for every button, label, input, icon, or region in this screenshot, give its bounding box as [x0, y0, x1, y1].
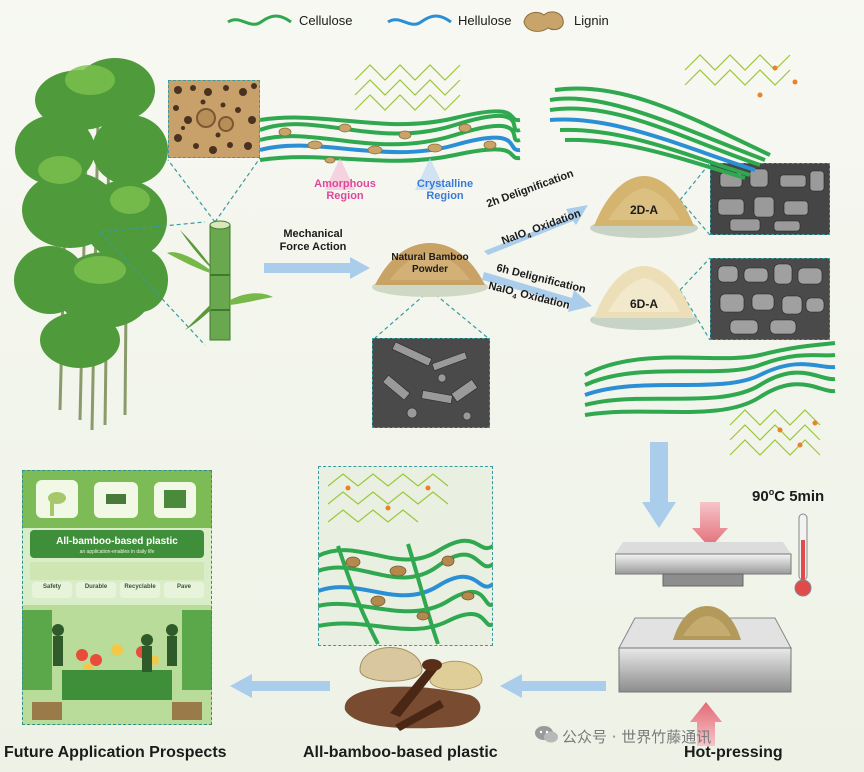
caption-bamboo-plastic: All-bamboo-based plastic: [303, 744, 498, 761]
up-arrow-red: [690, 702, 722, 746]
lignin-legend-blob-icon: [523, 11, 564, 32]
poster-title: All-bamboo-based plastic: [56, 536, 178, 547]
arrow-to-future: [230, 674, 330, 698]
temperature-time-label: 90oC 5min: [752, 487, 825, 505]
poster-tag-2: Durable: [84, 584, 108, 590]
delignified-fiber-top-illustration: [549, 54, 798, 180]
press-lower-plate-with-powder: [618, 606, 792, 693]
press-upper-plate: [615, 542, 792, 587]
caption-future-applications: Future Application Prospects: [4, 744, 227, 761]
porous-cross-section-image: [168, 80, 260, 158]
cellulose-legend-line: [227, 14, 292, 26]
sample-6d-a-label: 6D-A: [629, 297, 658, 311]
delignified-fiber-bottom-illustration: [584, 341, 836, 456]
thermometer-icon: [794, 513, 812, 597]
bamboo-plastic-objects: [344, 647, 483, 731]
plastic-network-illustration: [318, 466, 493, 646]
fiber-bundle-illustration: [259, 64, 521, 190]
caption-hot-pressing: Hot-pressing: [684, 744, 783, 761]
poster-tag-1: Safety: [42, 584, 61, 590]
poster-frame: [22, 470, 212, 725]
bamboo-forest-illustration: [14, 58, 168, 430]
bamboo-stalk-illustration: [167, 220, 273, 341]
mechanical-force-arrow: [264, 257, 370, 279]
powder-sem-frame: [372, 338, 490, 428]
mechanical-force-label: Mechanical Force Action: [279, 228, 347, 253]
cross-section-frame: [168, 80, 260, 158]
legend-hellulose-label: Hellulose: [458, 13, 512, 28]
arrow-to-plastic: [500, 674, 606, 698]
down-arrow-blue: [642, 442, 676, 528]
sample-2d-a-label: 2D-A: [629, 203, 658, 217]
legend-cellulose-label: Cellulose: [299, 13, 353, 28]
down-arrow-red: [692, 502, 728, 548]
future-application-poster: [22, 470, 212, 725]
wechat-icon: [535, 726, 558, 743]
sem-6d-a-frame: [710, 258, 830, 340]
sem-6d-a-image: [710, 258, 830, 340]
natural-bamboo-powder-pile: [372, 243, 488, 297]
powder-label: Natural Bamboo Powder: [391, 252, 469, 275]
hellulose-legend-line: [387, 14, 452, 26]
powder-sem-image: [372, 338, 490, 428]
poster-subtitle: an application-enables in daily life: [79, 549, 155, 555]
sem-2d-a-frame: [710, 163, 830, 235]
poster-tag-3: Recyclable: [124, 584, 156, 590]
sample-6d-a-pile: [590, 266, 698, 330]
legend-lignin-label: Lignin: [574, 13, 609, 28]
poster-tag-4: Pave: [176, 584, 191, 590]
plastic-network-frame: [318, 466, 493, 646]
delignification-6h-arrow: [482, 272, 592, 312]
amorphous-region-label: Amorphous Region: [314, 178, 376, 202]
crystalline-region-label: Crystalline Region: [416, 178, 474, 202]
delignification-2h-arrow: [484, 205, 588, 255]
sample-2d-a-pile: [590, 176, 698, 238]
watermark-text: 公众号 · 世界竹藤通讯: [562, 728, 712, 746]
